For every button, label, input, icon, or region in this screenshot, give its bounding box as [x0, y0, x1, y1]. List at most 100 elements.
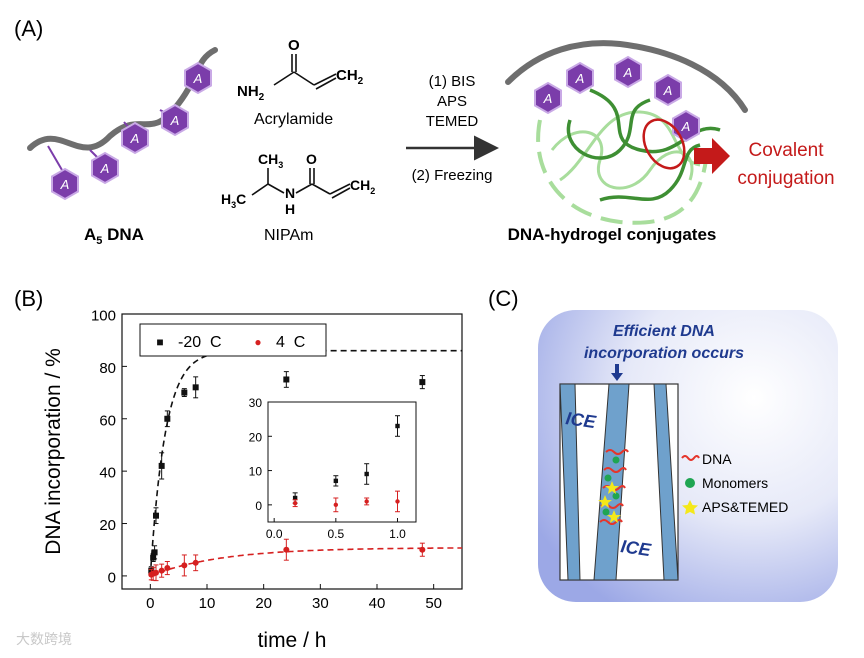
data-point [292, 500, 298, 506]
ice-label-2: ICE [619, 536, 652, 560]
data-point [181, 389, 188, 396]
hex-b-2: A [566, 62, 594, 94]
y-tick-label: 80 [99, 360, 116, 377]
step-freezing: (2) Freezing [412, 167, 493, 184]
watermark: 大数跨境 [16, 631, 72, 647]
channel-center [593, 383, 630, 581]
hex-a-3: A [121, 122, 149, 154]
hydrogel-network [536, 88, 721, 225]
series-2 [148, 538, 462, 582]
channel-left [559, 383, 581, 581]
x-tick-label: 30 [312, 595, 329, 612]
x-tick-label: 0.5 [327, 527, 344, 541]
acrylamide-name: Acrylamide [254, 111, 333, 128]
plot-frame [267, 401, 417, 523]
channel-right [653, 383, 679, 581]
x-tick-label: 40 [369, 595, 386, 612]
nipam-h: H [285, 201, 295, 217]
svg-text:A: A [575, 71, 585, 86]
y-tick-label: 60 [99, 412, 116, 429]
data-point [192, 559, 199, 566]
covalent-label: Covalent [749, 140, 825, 161]
svg-text:A: A [130, 131, 140, 146]
svg-text:A: A [100, 161, 110, 176]
svg-text:A: A [170, 113, 180, 128]
product-label: DNA-hydrogel conjugates [508, 225, 717, 244]
data-point [419, 379, 426, 386]
panel-c-title-1: Efficient DNA [613, 323, 715, 340]
series-2 [292, 490, 400, 513]
svg-text:A: A [543, 91, 553, 106]
nipam-ch2: CH2 [350, 177, 375, 196]
data-point [158, 462, 165, 469]
panel-a-label: (A) [14, 16, 43, 41]
conjugation-label: conjugation [737, 168, 834, 189]
y-tick-label: 10 [249, 465, 263, 479]
legend-marker-2: ● [254, 335, 261, 349]
data-point [364, 499, 369, 504]
a5-dna-label: A5 DNA [84, 225, 144, 247]
hex-a-4: A [161, 104, 189, 136]
x-tick-label: 0.0 [266, 527, 283, 541]
plot-frame [121, 313, 463, 590]
svg-text:A: A [60, 177, 70, 192]
hex-b-1: A [534, 82, 562, 114]
legend-text-1: -20 C [178, 334, 222, 351]
data-point [192, 384, 199, 391]
initiator-legend-label: APS&TEMED [702, 499, 788, 515]
acrylamide-nh2: NH2 [237, 83, 265, 103]
y-tick-label: 100 [91, 308, 116, 325]
x-tick-label: 1.0 [389, 527, 406, 541]
nipam-h3c: H3C [221, 191, 246, 210]
acrylamide-structure [273, 54, 337, 90]
y-tick-label: 40 [99, 465, 116, 482]
svg-text:A: A [663, 83, 673, 98]
svg-text:A: A [681, 119, 691, 134]
panel-b-label: (B) [14, 286, 43, 311]
dna-legend-icon [681, 455, 700, 461]
nipam-structure [251, 168, 351, 199]
legend-box [139, 323, 327, 357]
acrylamide-o: O [288, 37, 300, 54]
hex-a-1: A [51, 168, 79, 200]
ice-label-1: ICE [564, 408, 597, 432]
x-tick-label: 50 [425, 595, 442, 612]
series-1 [292, 415, 400, 504]
step-aps: APS [437, 93, 467, 110]
nipam-name: NIPAm [264, 227, 313, 244]
y-tick-label: 20 [99, 517, 116, 534]
y-tick-label: 0 [255, 499, 262, 513]
acrylamide-ch2: CH2 [336, 67, 364, 87]
hex-a-5: A [184, 62, 212, 94]
fit-curve [150, 547, 462, 577]
nipam-n: N [285, 185, 295, 201]
initiator-legend-icon [682, 500, 698, 515]
nipam-ch3: CH3 [258, 151, 283, 170]
data-point [292, 495, 298, 501]
panel-c: (C) Efficient DNA incorporation occurs I… [488, 286, 838, 602]
incorporation-arrow [611, 364, 623, 381]
dna-legend-label: DNA [702, 451, 732, 467]
hex-a-2: A [91, 152, 119, 184]
x-tick-label: 10 [199, 595, 216, 612]
hex-b-5: A [672, 110, 700, 142]
channel-contents [598, 449, 629, 525]
panel-a: (A) A A A A A A5 DNA O NH2 CH2 [14, 16, 835, 247]
legend-text-2: 4 C [276, 334, 305, 351]
x-axis-label: time / h [258, 629, 327, 652]
nipam-o: O [306, 151, 317, 167]
hex-b-3: A [614, 56, 642, 88]
data-point [153, 512, 159, 519]
data-point [333, 502, 339, 508]
step-temed: TEMED [426, 113, 479, 130]
data-point [151, 549, 158, 556]
y-axis-label: DNA incorporation / % [42, 348, 65, 555]
data-point [150, 554, 157, 561]
panel-c-title-2: incorporation occurs [584, 345, 744, 362]
svg-text:A: A [623, 65, 633, 80]
x-tick-label: 0 [146, 595, 154, 612]
monomer-legend-icon [685, 478, 695, 488]
